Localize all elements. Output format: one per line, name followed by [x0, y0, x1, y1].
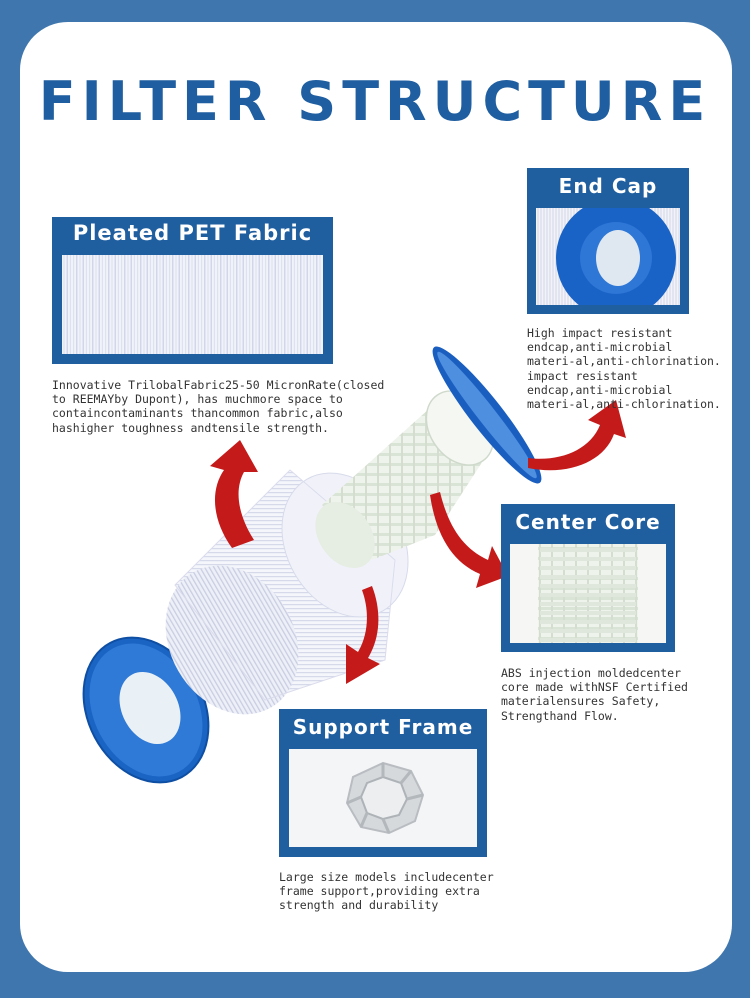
arrow-to-endcap: [528, 400, 626, 471]
center-core-photo: [510, 544, 666, 643]
pleated-fabric-description: Innovative TrilobalFabric25-50 MicronRat…: [52, 378, 385, 435]
pleated-fabric-photo: [62, 255, 323, 354]
end-cap-panel: End Cap: [527, 168, 689, 314]
support-frame-label: Support Frame: [292, 715, 474, 739]
center-core-description: ABS injection moldedcenter core made wit…: [501, 666, 688, 723]
pleated-fabric-panel: Pleated PET Fabric: [52, 217, 333, 364]
end-cap-photo: [536, 208, 680, 305]
pleated-fabric-label: Pleated PET Fabric: [72, 221, 313, 245]
support-frame-description: Large size models includecenter frame su…: [279, 870, 494, 913]
arrow-to-core: [430, 492, 508, 588]
top-end-cap: [432, 346, 542, 484]
arrow-to-pleated: [210, 440, 258, 548]
support-frame-panel: Support Frame: [279, 709, 487, 857]
center-core-panel: Center Core: [501, 504, 675, 652]
page-title: FILTER STRUCTURE: [38, 70, 712, 133]
arrow-to-frame: [346, 586, 380, 684]
bottom-end-cap: [82, 636, 210, 784]
center-core-label: Center Core: [515, 510, 661, 534]
end-cap-description: High impact resistant endcap,anti-microb…: [527, 326, 721, 412]
support-frame-photo: [289, 749, 477, 847]
end-cap-label: End Cap: [558, 174, 658, 198]
